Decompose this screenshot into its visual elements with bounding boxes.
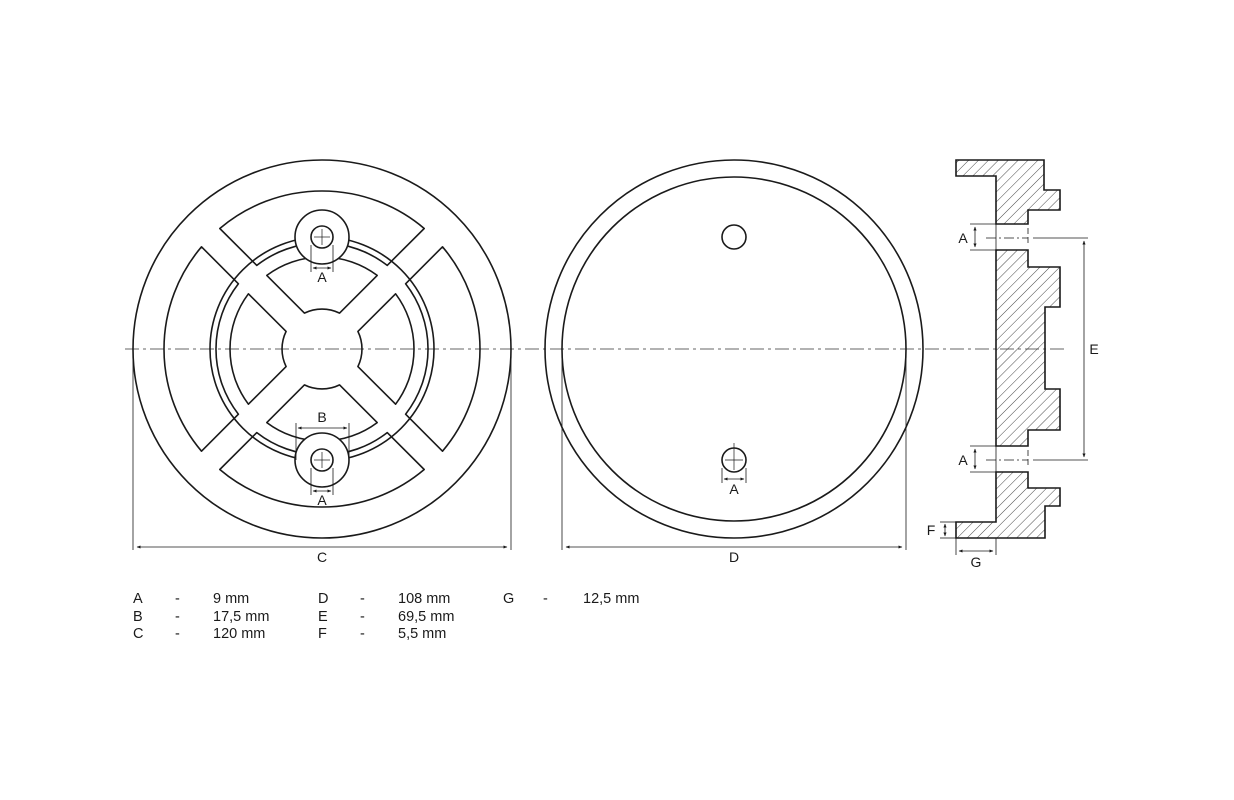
- dim-label-d: D: [729, 549, 739, 565]
- legend-column: A - 9 mm B - 17,5 mm C - 120 mm: [133, 591, 318, 644]
- dim-label-a: A: [958, 452, 968, 468]
- legend-row: B - 17,5 mm: [133, 609, 318, 627]
- dimensions: [132, 226, 1086, 553]
- dim-label-a: A: [317, 492, 327, 508]
- dim-label-g: G: [971, 554, 982, 570]
- legend-row: F - 5,5 mm: [318, 626, 503, 644]
- dim-label-f: F: [927, 522, 936, 538]
- legend-key: E: [318, 608, 328, 625]
- dim-label-a: A: [958, 230, 968, 246]
- legend-sep: -: [360, 626, 365, 642]
- legend-sep: -: [360, 591, 365, 607]
- slot: [163, 246, 240, 452]
- legend-key: D: [318, 591, 329, 607]
- rear-view: [544, 159, 924, 539]
- legend-value: 120 mm: [213, 626, 266, 642]
- slot: [357, 293, 415, 405]
- slot: [266, 384, 378, 442]
- dim-label-e: E: [1089, 341, 1098, 357]
- dim-label-a: A: [729, 481, 739, 497]
- hole: [721, 224, 747, 250]
- legend-row: C - 120 mm: [133, 626, 318, 644]
- outer-rim: [132, 159, 512, 539]
- inner-rim: [561, 176, 907, 522]
- legend-key: F: [318, 626, 327, 642]
- legend-row: D - 108 mm: [318, 591, 503, 609]
- legend-column: G - 12,5 mm: [503, 591, 688, 644]
- legend-value: 108 mm: [398, 591, 451, 607]
- legend-key: B: [133, 608, 143, 625]
- dim-label-b: B: [317, 409, 326, 425]
- slot: [404, 246, 481, 452]
- legend-sep: -: [175, 608, 180, 625]
- dim-label-a: A: [317, 269, 327, 285]
- legend-value: 9 mm: [213, 591, 250, 607]
- legend-sep: -: [175, 626, 180, 642]
- legend-row: A - 9 mm: [133, 591, 318, 609]
- legend-value: 5,5 mm: [398, 626, 447, 642]
- legend-value: 69,5 mm: [398, 608, 455, 625]
- legend-row: E - 69,5 mm: [318, 609, 503, 627]
- legend-sep: -: [175, 591, 180, 607]
- front-view: [132, 159, 512, 539]
- legend-column: D - 108 mm E - 69,5 mm F - 5,5 mm: [318, 591, 503, 644]
- dimension-legend: A - 9 mm B - 17,5 mm C - 120 mm D - 108 mm E - 69,…: [133, 591, 688, 644]
- legend-key: G: [503, 591, 515, 607]
- dim-label-c: C: [317, 549, 327, 565]
- legend-value: 12,5 mm: [583, 591, 640, 607]
- legend-sep: -: [360, 608, 365, 625]
- legend-value: 17,5 mm: [213, 608, 270, 625]
- slot: [266, 256, 378, 314]
- legend-key: A: [133, 591, 143, 607]
- legend-row: G - 12,5 mm: [503, 591, 688, 609]
- section-view: [955, 159, 1061, 539]
- outer-rim: [544, 159, 924, 539]
- legend-sep: -: [543, 591, 548, 607]
- slot: [229, 293, 287, 405]
- legend-key: C: [133, 626, 144, 642]
